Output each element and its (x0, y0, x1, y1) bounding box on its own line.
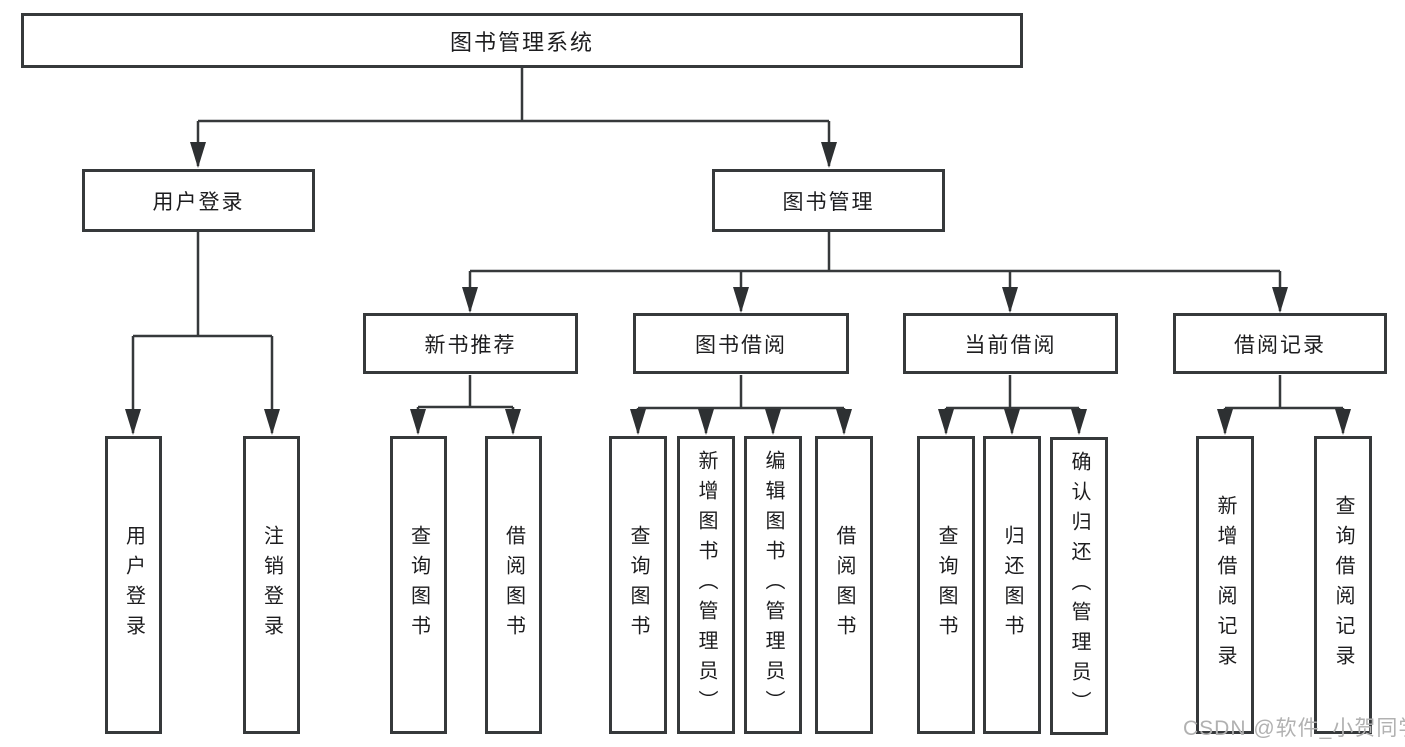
csdn-watermark: CSDN @软件_小贺同学 (1183, 717, 1405, 740)
node-book-borrow: 图书借阅 (633, 313, 849, 374)
leaf-logout: 注销登录 (243, 436, 300, 734)
leaf-borrow-books: 借阅图书 (815, 436, 873, 734)
leaf-confirm-return-admin: 确认归还（管理员） (1050, 437, 1108, 735)
leaf-recommend-borrow-books: 借阅图书 (485, 436, 542, 734)
leaf-edit-book-admin: 编辑图书（管理员） (744, 436, 802, 734)
node-current-borrow: 当前借阅 (903, 313, 1118, 374)
leaf-current-query-books: 查询图书 (917, 436, 975, 734)
leaf-user-login: 用户登录 (105, 436, 162, 734)
node-borrow-record: 借阅记录 (1173, 313, 1387, 374)
leaf-add-borrow-record: 新增借阅记录 (1196, 436, 1254, 734)
node-book-management: 图书管理 (712, 169, 945, 232)
leaf-recommend-query-books: 查询图书 (390, 436, 447, 734)
leaf-query-borrow-record: 查询借阅记录 (1314, 436, 1372, 734)
leaf-add-book-admin: 新增图书（管理员） (677, 436, 735, 734)
leaf-return-book: 归还图书 (983, 436, 1041, 734)
node-user-login: 用户登录 (82, 169, 315, 232)
branch-skeleton (133, 68, 1343, 410)
leaf-borrow-query-books: 查询图书 (609, 436, 667, 734)
node-new-book-recommend: 新书推荐 (363, 313, 578, 374)
root-node-library-system: 图书管理系统 (21, 13, 1023, 68)
